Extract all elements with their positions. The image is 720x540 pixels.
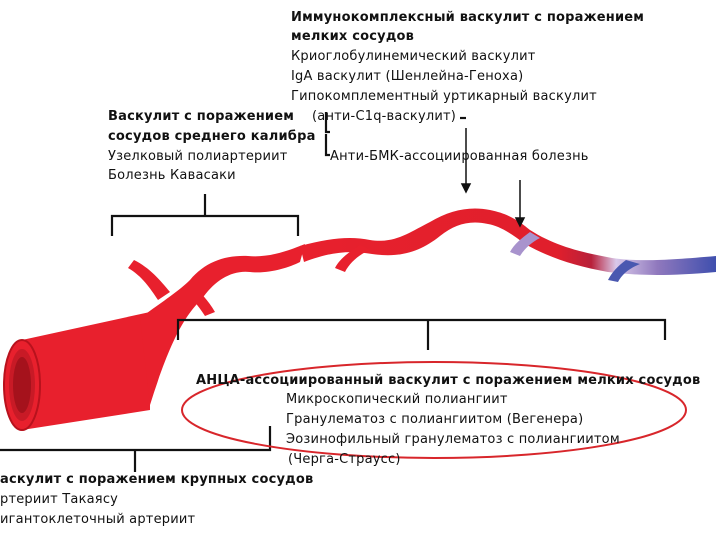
branch-blue	[608, 260, 640, 282]
gpa-item: Гранулематоз с полиангиитом (Вегенера)	[286, 412, 584, 427]
branch-up-left	[128, 260, 170, 300]
artery-trunk	[140, 244, 305, 405]
hypocomplementemic-item: Гипокомплементный уртикарный васкулит	[291, 89, 597, 104]
egpa-item: Эозинофильный гранулематоз с полиангиито…	[286, 432, 620, 447]
giant-cell-arteritis-item: игантоклеточный артериит	[0, 512, 196, 527]
kawasaki-item: Болезнь Кавасаки	[108, 168, 236, 183]
branch-down	[182, 282, 215, 316]
brackets	[0, 112, 667, 472]
churg-strauss-item: (Черга-Страусс)	[288, 452, 401, 467]
small-vessel	[300, 208, 716, 275]
medium-vessel-heading-line1: Васкулит с поражением	[108, 109, 295, 124]
cryoglobulinemic-item: Криоглобулинемический васкулит	[291, 49, 536, 64]
polyarteritis-nodosa-item: Узелковый полиартериит	[108, 149, 288, 164]
anca-heading: АНЦА-ассоциированный васкулит с поражени…	[196, 373, 701, 388]
pointer-arrows	[460, 128, 526, 228]
branch-middle-up	[335, 245, 370, 272]
anti-c1q-item: (анти-C1q-васкулит)	[312, 109, 457, 124]
branch-purple	[510, 232, 540, 256]
takayasu-item: ртериит Такаясу	[0, 492, 119, 507]
aorta	[3, 312, 150, 431]
large-vessel-heading: аскулит с поражением крупных сосудов	[0, 472, 314, 487]
microscopic-polyangiitis-item: Микроскопический полиангиит	[286, 392, 508, 407]
medium-vessel-heading-line2: сосудов среднего калибра	[108, 129, 316, 144]
highlight-ellipse	[181, 361, 687, 459]
immune-complex-heading-line1: Иммунокомплексный васкулит с поражением	[291, 10, 645, 25]
anti-gbm-item: Анти-БМК-ассоциированная болезнь	[330, 149, 589, 164]
immune-complex-heading-line2: мелких сосудов	[291, 29, 415, 44]
iga-vasculitis-item: IgA васкулит (Шенлейна-Геноха)	[291, 69, 524, 84]
